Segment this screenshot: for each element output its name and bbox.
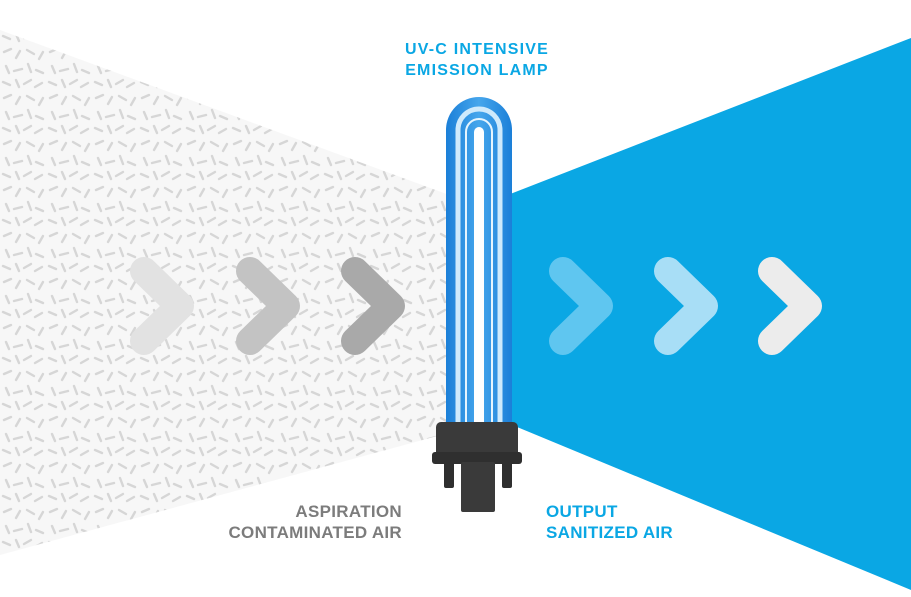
output-arrow-3 — [758, 257, 822, 355]
lamp-label: UV-C INTENSIVE EMISSION LAMP — [392, 39, 562, 81]
lamp-label-line-1: UV-C INTENSIVE — [405, 41, 549, 58]
output-label-line-1: OUTPUT — [546, 502, 618, 521]
input-label-line-2: CONTAMINATED AIR — [228, 523, 402, 542]
input-arrow-1 — [130, 257, 194, 355]
output-arrow-2 — [654, 257, 718, 355]
input-arrow-3 — [341, 257, 405, 355]
lamp-base-clip-left — [444, 462, 454, 488]
output-label-line-2: SANITIZED AIR — [546, 523, 673, 542]
input-arrows — [130, 257, 405, 355]
contaminated-air-zone — [0, 30, 452, 555]
output-arrows — [549, 257, 822, 355]
lamp-base-pin-block — [461, 462, 495, 512]
lamp-base-rim — [432, 452, 522, 464]
output-label: OUTPUT SANITIZED AIR — [546, 501, 766, 543]
lamp-tube-inner-core — [465, 118, 493, 425]
input-label: ASPIRATION CONTAMINATED AIR — [200, 501, 402, 543]
input-arrow-2 — [236, 257, 300, 355]
lamp-tube-core — [455, 106, 503, 425]
lamp-tube-glow — [446, 97, 512, 425]
lamp-label-line-2: EMISSION LAMP — [405, 62, 549, 79]
lamp-base-clip-right — [502, 462, 512, 488]
output-arrow-1 — [549, 257, 613, 355]
input-label-line-1: ASPIRATION — [295, 502, 402, 521]
uvc-lamp — [432, 97, 522, 512]
